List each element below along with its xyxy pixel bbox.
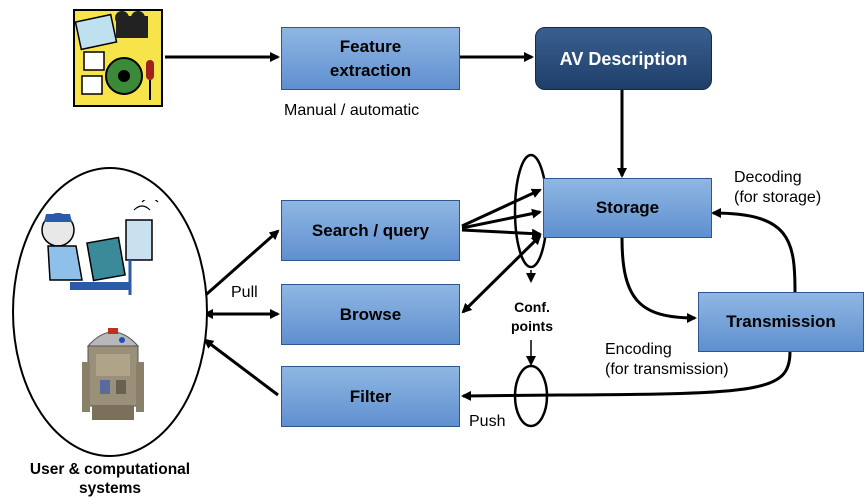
storage-box: Storage <box>543 178 712 238</box>
encoding-label: Encoding (for transmission) <box>605 341 729 378</box>
transmission-box: Transmission <box>698 292 864 352</box>
av-description-box: AV Description <box>535 27 712 90</box>
robot-clipart-icon <box>82 328 144 420</box>
feature-extraction-box: Feature extraction <box>281 27 460 90</box>
feature-extraction-text: Feature extraction <box>329 36 412 80</box>
filter-box: Filter <box>281 366 460 427</box>
arrow-transmission-to-filter <box>461 351 792 401</box>
search-query-box: Search / query <box>281 200 460 261</box>
arrow-user-to-search <box>199 229 280 302</box>
manual-automatic-label: Manual / automatic <box>284 102 420 119</box>
arrow-search-to-storage-1 <box>461 188 542 228</box>
arrow-filter-to-user <box>203 338 279 397</box>
arrow-search-to-storage-2 <box>461 208 542 230</box>
push-label: Push <box>469 413 506 430</box>
multimedia-clipart-icon <box>73 9 163 107</box>
conf-points-label: Conf. points <box>511 299 553 334</box>
browse-box: Browse <box>281 284 460 345</box>
computer-user-clipart-icon <box>41 200 159 295</box>
arrow-transmission-to-storage <box>711 208 797 293</box>
users-label: User & computational systems <box>29 461 191 497</box>
conformance-ellipse-bottom <box>513 364 549 428</box>
arrow-storage-browse <box>461 234 542 314</box>
decoding-label: Decoding (for storage) <box>734 169 822 206</box>
pull-label: Pull <box>231 284 258 301</box>
arrow-search-to-storage-3 <box>461 228 542 239</box>
arrow-storage-to-transmission <box>620 237 697 323</box>
